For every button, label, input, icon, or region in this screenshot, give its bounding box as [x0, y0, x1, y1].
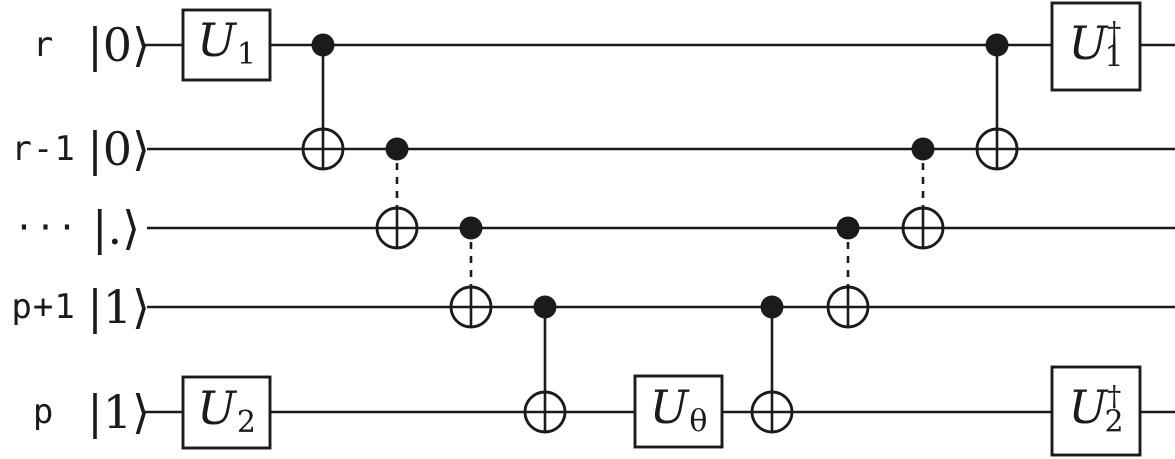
ket-state-0: |0⟩ [87, 18, 150, 72]
wire-label-p-plus-1: p+1 |1⟩ [0, 275, 150, 339]
ket-state-1: |1⟩ [87, 385, 150, 439]
gate-label-u1: U1 [197, 13, 256, 73]
gate-label-u2-dagger: U†2 [1068, 379, 1124, 440]
wire-label-ellipsis: ··· |.⟩ [0, 196, 150, 260]
ket-state-1: |1⟩ [87, 280, 150, 334]
gate-label-u-theta: Uθ [649, 379, 708, 440]
register-label-p: p [32, 392, 55, 432]
wire-label-r-minus-1: r-1 |0⟩ [0, 117, 150, 181]
ket-state-dot: |.⟩ [92, 201, 141, 255]
gate-label-u1-dagger: U†1 [1068, 15, 1124, 75]
wire-label-p: p |1⟩ [0, 380, 150, 444]
register-label-p-plus-1: p+1 [11, 287, 76, 327]
ket-state-0: |0⟩ [87, 122, 150, 176]
register-label-ellipsis: ··· [13, 208, 79, 248]
wire-label-r: r |0⟩ [0, 13, 150, 77]
register-label-r: r [32, 25, 55, 65]
gate-label-u2: U2 [197, 380, 256, 441]
register-label-r-minus-1: r-1 [11, 129, 76, 169]
